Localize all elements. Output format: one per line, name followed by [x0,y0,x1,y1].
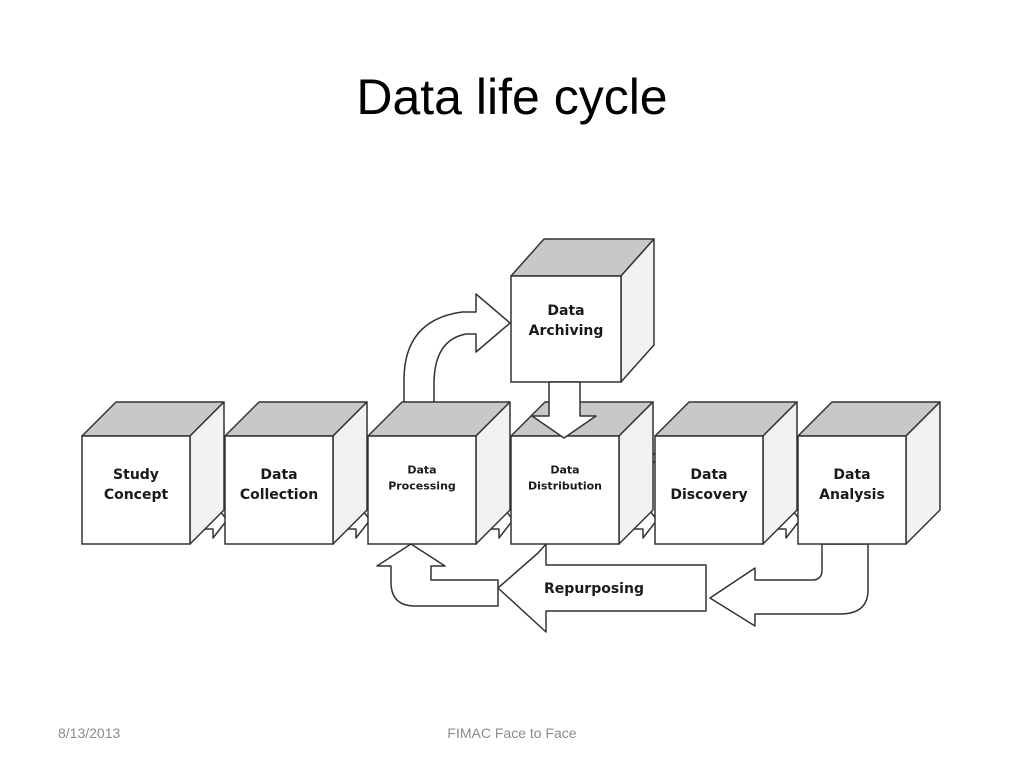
footer-title: FIMAC Face to Face [447,725,577,741]
box-data-collection-front [224,435,334,545]
repurposing-label: Repurposing [544,581,644,597]
label-data-archiving-line-2: Archiving [529,323,604,339]
label-data-analysis-line-1: Data [833,467,870,483]
overlay-layer: Repurposing [531,381,644,597]
label-data-discovery-line-1: Data [690,467,727,483]
label-data-processing-line-2: Processing [388,480,456,493]
label-data-archiving-line-1: Data [547,303,584,319]
label-data-processing-line-1: Data [407,464,436,477]
label-data-collection-line-1: Data [260,467,297,483]
label-study-concept-line-1: Study [113,467,159,483]
repurposing-feed-arrow [709,543,869,627]
repurposing-band [497,543,707,633]
box-study-concept-front [81,435,191,545]
footer-date: 8/13/2013 [58,725,121,741]
boxes-layer: StudyConceptDataCollectionDataProcessing… [81,238,941,545]
box-data-analysis-front [797,435,907,545]
box-data-discovery-front [654,435,764,545]
label-data-distribution-line-1: Data [550,464,579,477]
archive-down-arrow [531,381,597,439]
label-data-analysis-line-2: Analysis [819,487,885,503]
repurposing-return-arrow [376,543,499,607]
label-data-discovery-line-2: Discovery [670,487,747,503]
label-data-distribution-line-2: Distribution [528,480,602,493]
label-data-collection-line-2: Collection [240,487,318,503]
box-data-processing-front [367,435,477,545]
label-study-concept-line-2: Concept [104,487,169,503]
slide-title: Data life cycle [356,69,668,125]
